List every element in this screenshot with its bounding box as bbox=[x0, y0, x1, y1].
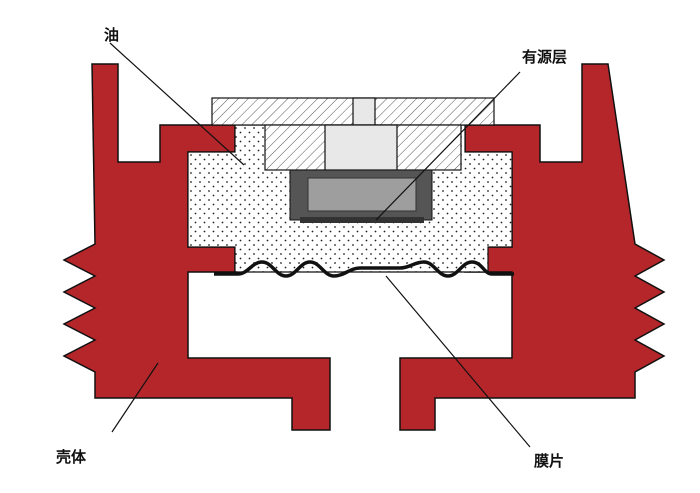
center-block bbox=[324, 124, 398, 171]
label-oil: 油 bbox=[104, 26, 120, 44]
diaphragm bbox=[214, 260, 514, 278]
leader-active-layer bbox=[375, 71, 521, 221]
active-layer bbox=[300, 217, 424, 223]
leader-housing bbox=[111, 362, 159, 433]
label-diaphragm: 膜片 bbox=[534, 452, 565, 470]
housing-shape-right bbox=[399, 63, 666, 431]
label-active-layer: 有源层 bbox=[522, 48, 568, 66]
leader-diaphragm bbox=[385, 275, 531, 448]
chip-inner bbox=[307, 177, 417, 212]
label-housing: 壳体 bbox=[56, 448, 87, 466]
top-plate-center bbox=[352, 97, 376, 126]
leader-oil bbox=[109, 42, 245, 166]
